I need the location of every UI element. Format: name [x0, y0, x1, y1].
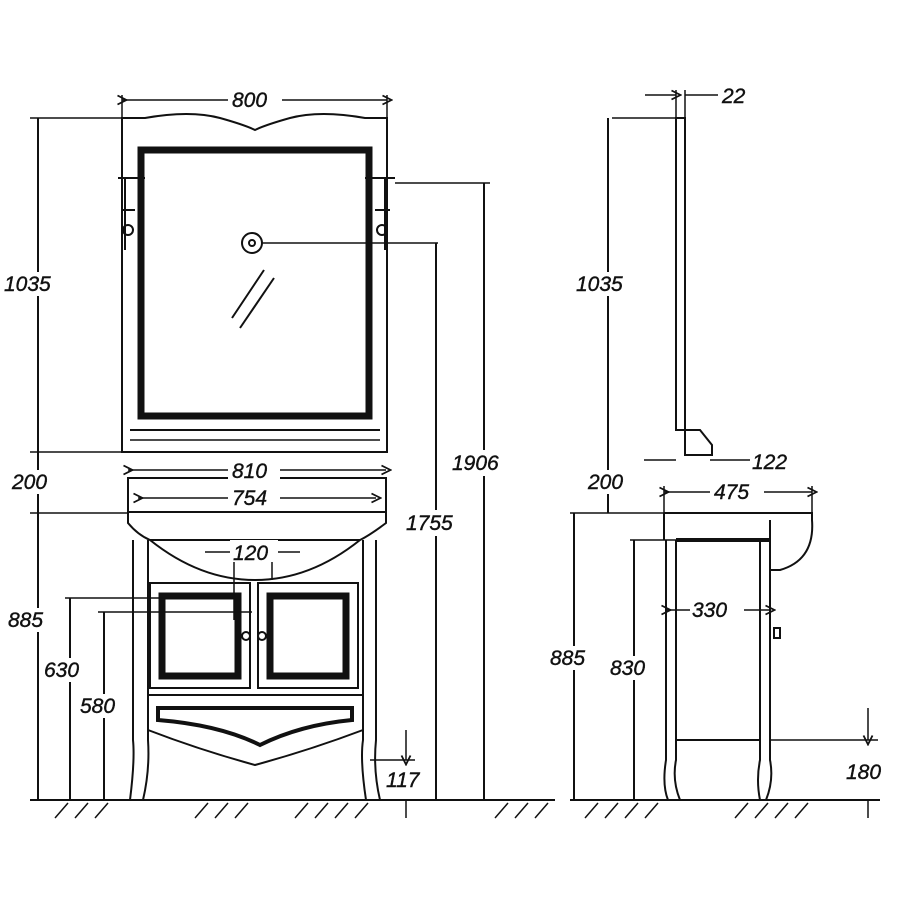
- floor-line-front: [30, 799, 555, 819]
- vanity-front: [127, 477, 387, 801]
- dim-mirror-depth: 22: [721, 85, 746, 108]
- front-dimensions: 800 1035 200 810 754 120: [2, 86, 516, 818]
- dim-vanity-width: 810: [232, 460, 267, 483]
- dim-basin-width: 754: [232, 487, 267, 510]
- dim-vanity-height: 885: [8, 609, 43, 632]
- mirror-front: [118, 113, 438, 453]
- dim-total-height: 1906: [452, 452, 499, 475]
- mirror-side: [612, 117, 713, 456]
- dim-mirror-height: 1035: [4, 273, 51, 296]
- vanity-side: [663, 512, 814, 801]
- dim-leg-height: 180: [846, 761, 881, 784]
- dim-drain-630: 630: [44, 659, 79, 682]
- dim-side-gap-height: 200: [587, 471, 623, 494]
- dim-cabinet-depth: 330: [692, 599, 727, 622]
- dim-drain-580: 580: [80, 695, 115, 718]
- dim-vanity-depth: 475: [714, 481, 749, 504]
- dim-hole-spacing: 120: [233, 542, 268, 565]
- dim-leg-gap: 117: [386, 769, 421, 792]
- dim-cabinet-height: 830: [610, 657, 645, 680]
- dim-gap-height: 200: [11, 471, 47, 494]
- dim-side-vanity-height: 885: [550, 647, 585, 670]
- side-dimensions: 22 1035 122 200 475 885: [548, 85, 882, 818]
- dim-mirror-width: 800: [232, 89, 267, 112]
- floor-line-side: [570, 799, 880, 819]
- front-view: 800 1035 200 810 754 120: [2, 86, 555, 819]
- dim-shelf-depth: 122: [752, 451, 787, 474]
- dim-light-height: 1755: [406, 512, 453, 535]
- dim-side-mirror-height: 1035: [576, 273, 623, 296]
- side-view: 22 1035 122 200 475 885: [548, 85, 882, 819]
